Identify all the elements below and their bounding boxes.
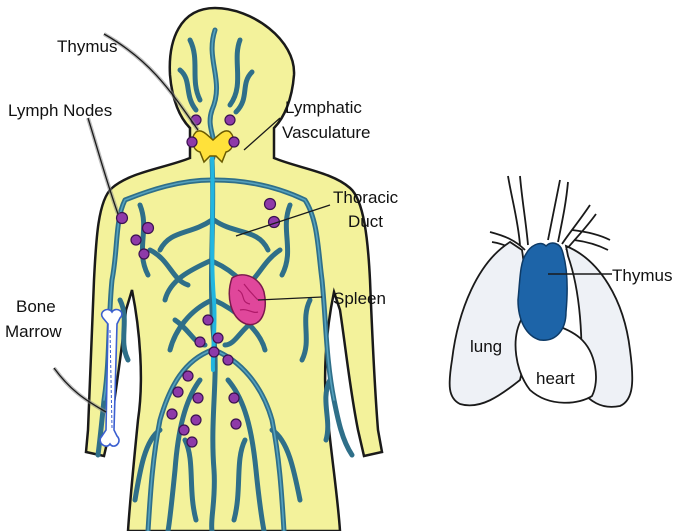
label-chest-thymus: Thymus	[612, 266, 672, 285]
lymph-node	[131, 235, 141, 245]
lymph-node	[173, 387, 183, 397]
label-bone-line2: Marrow	[5, 322, 62, 341]
lymph-node	[203, 315, 213, 325]
lymph-node	[191, 415, 201, 425]
lymph-node	[193, 393, 203, 403]
lymph-node	[117, 213, 128, 224]
lymph-node	[229, 393, 239, 403]
lymph-node	[167, 409, 177, 419]
lymph-node	[143, 223, 154, 234]
lymph-node	[179, 425, 189, 435]
chest-thymus-organ	[518, 243, 567, 340]
lymph-node	[139, 249, 149, 259]
label-thoracic-line1: Thoracic	[333, 188, 399, 207]
label-thymus: Thymus	[57, 37, 117, 56]
label-thoracic-line2: Duct	[348, 212, 383, 231]
lymph-node	[195, 337, 205, 347]
human-body-figure: Thymus Lymph Nodes Lymphatic Vasculature…	[5, 8, 399, 531]
label-spleen: Spleen	[333, 289, 386, 308]
label-lymphatic-line2: Vasculature	[282, 123, 371, 142]
label-bone-line1: Bone	[16, 297, 56, 316]
lymph-node	[209, 347, 219, 357]
label-lung: lung	[470, 337, 502, 356]
lymph-node	[183, 371, 193, 381]
lymph-node	[187, 137, 197, 147]
lymph-node	[213, 333, 223, 343]
label-lymph-nodes: Lymph Nodes	[8, 101, 112, 120]
lymph-node	[265, 199, 276, 210]
lymph-node	[225, 115, 235, 125]
lymph-node	[187, 437, 197, 447]
lymph-node	[223, 355, 233, 365]
lymph-node	[231, 419, 241, 429]
label-heart: heart	[536, 369, 575, 388]
label-lymphatic-line1: Lymphatic	[285, 98, 362, 117]
chest-figure: Thymus lung heart	[450, 176, 673, 407]
left-lung	[450, 242, 527, 405]
lymph-node	[229, 137, 239, 147]
body-silhouette	[86, 8, 382, 531]
